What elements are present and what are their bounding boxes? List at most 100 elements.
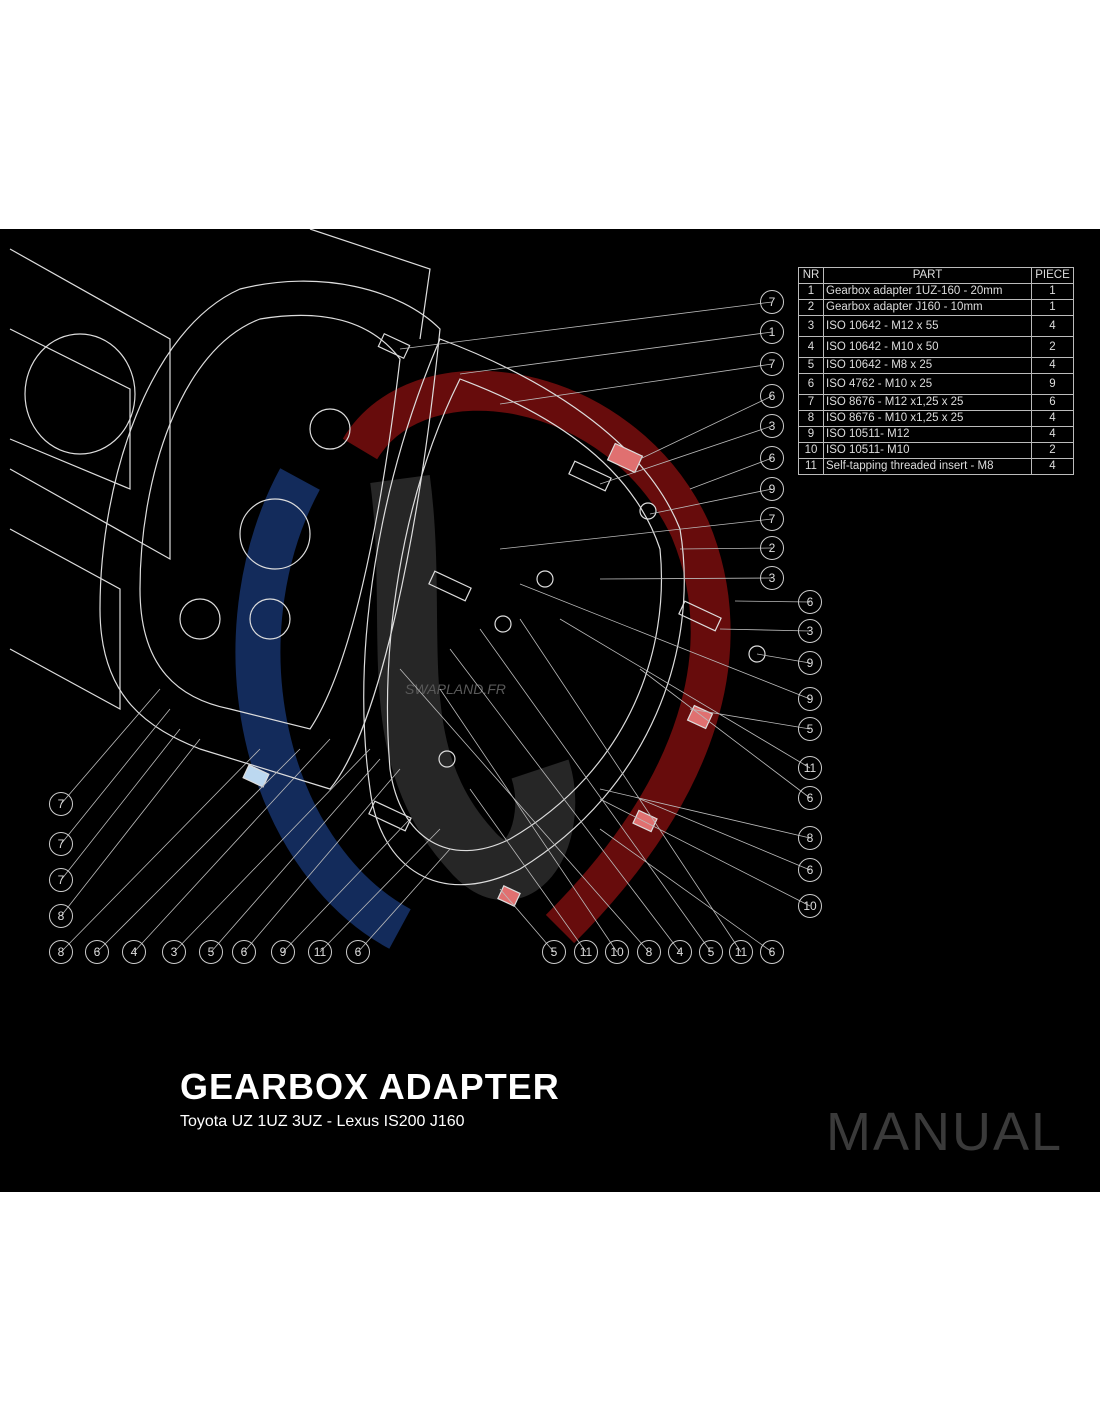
cell-piece: 4	[1031, 357, 1074, 374]
cell-nr: 8	[798, 410, 824, 427]
cell-part: ISO 10642 - M10 x 50	[823, 336, 1032, 358]
leader-line	[439, 688, 618, 953]
callout-balloon: 4	[122, 940, 146, 964]
leader-line	[133, 738, 331, 953]
cell-piece: 9	[1031, 373, 1074, 395]
leader-line	[689, 708, 811, 730]
leader-line	[599, 798, 811, 907]
callout-balloon: 8	[49, 940, 73, 964]
leader-line	[243, 768, 401, 953]
callout-balloon: 9	[798, 651, 822, 675]
leader-line	[639, 395, 773, 460]
page-subtitle: Toyota UZ 1UZ 3UZ - Lexus IS200 J160	[180, 1113, 465, 1130]
callout-balloon: 11	[729, 940, 753, 964]
callout-balloon: 3	[798, 619, 822, 643]
leader-lines	[60, 301, 811, 953]
callout-balloon: 8	[798, 826, 822, 850]
leader-line	[599, 788, 811, 839]
leader-line	[399, 301, 773, 350]
cell-piece: 1	[1031, 299, 1074, 316]
cell-piece: 4	[1031, 458, 1074, 475]
callout-balloon: 7	[760, 352, 784, 376]
leader-line	[599, 425, 773, 485]
cell-piece: 2	[1031, 442, 1074, 459]
callout-balloon: 6	[85, 940, 109, 964]
cell-nr: 6	[798, 373, 824, 395]
cell-nr: 4	[798, 336, 824, 358]
callout-balloon: 9	[271, 940, 295, 964]
callout-balloon: 6	[798, 858, 822, 882]
leader-line	[734, 600, 811, 603]
leader-line	[96, 748, 301, 953]
page-title: GEARBOX ADAPTER	[180, 1066, 560, 1107]
cell-piece: 4	[1031, 426, 1074, 443]
callout-balloon: 6	[346, 940, 370, 964]
cell-nr: 11	[798, 458, 824, 475]
leader-line	[469, 788, 587, 953]
cell-piece: 4	[1031, 315, 1074, 337]
leader-line	[499, 888, 555, 953]
cell-nr: 5	[798, 357, 824, 374]
leader-line	[60, 688, 161, 805]
callout-balloon: 5	[542, 940, 566, 964]
callout-balloon: 11	[308, 940, 332, 964]
callout-balloon: 6	[760, 940, 784, 964]
callout-balloon: 3	[162, 940, 186, 964]
callout-balloon: 1	[760, 320, 784, 344]
callout-balloon: 5	[798, 717, 822, 741]
fasteners	[242, 332, 766, 907]
leader-line	[519, 583, 811, 700]
cell-piece: 2	[1031, 336, 1074, 358]
cell-nr: 2	[798, 299, 824, 316]
leader-line	[559, 618, 811, 769]
cell-nr: 9	[798, 426, 824, 443]
callout-balloon: 7	[760, 507, 784, 531]
cell-part: ISO 10642 - M8 x 25	[823, 357, 1032, 374]
callout-balloon: 5	[199, 940, 223, 964]
leader-line	[60, 728, 181, 881]
cell-piece: 4	[1031, 410, 1074, 427]
leader-line	[479, 628, 712, 953]
leader-line	[599, 828, 773, 953]
cell-part: ISO 10511- M10	[823, 442, 1032, 459]
leader-line	[399, 668, 650, 953]
cell-part: ISO 10511- M12	[823, 426, 1032, 443]
cell-nr: 10	[798, 442, 824, 459]
cell-part: Gearbox adapter J160 - 10mm	[823, 299, 1032, 316]
callout-balloon: 6	[232, 940, 256, 964]
leader-line	[499, 518, 773, 550]
cell-nr: 3	[798, 315, 824, 337]
callout-balloon: 7	[760, 290, 784, 314]
leader-line	[679, 547, 773, 550]
leader-line	[649, 488, 773, 515]
leader-line	[689, 457, 773, 490]
table-header-row: NR PART PIECE	[798, 267, 1074, 284]
cell-part: Gearbox adapter 1UZ-160 - 20mm	[823, 283, 1032, 300]
leader-line	[357, 848, 451, 953]
callout-balloon: 10	[605, 940, 629, 964]
leader-line	[639, 668, 811, 799]
leader-line	[499, 363, 773, 405]
cell-part: ISO 4762 - M10 x 25	[823, 373, 1032, 395]
callout-balloon: 10	[798, 894, 822, 918]
leader-line	[60, 748, 261, 953]
cell-nr: 7	[798, 394, 824, 411]
callout-balloon: 7	[49, 832, 73, 856]
callout-balloon: 11	[574, 940, 598, 964]
leader-line	[282, 818, 411, 953]
callout-balloon: 2	[760, 536, 784, 560]
header-nr: NR	[798, 267, 824, 284]
header-part: PART	[823, 267, 1032, 284]
callout-balloon: 3	[760, 414, 784, 438]
manual-label: MANUAL	[826, 1102, 1064, 1162]
leader-line	[210, 758, 381, 953]
cell-part: ISO 8676 - M12 x1,25 x 25	[823, 394, 1032, 411]
